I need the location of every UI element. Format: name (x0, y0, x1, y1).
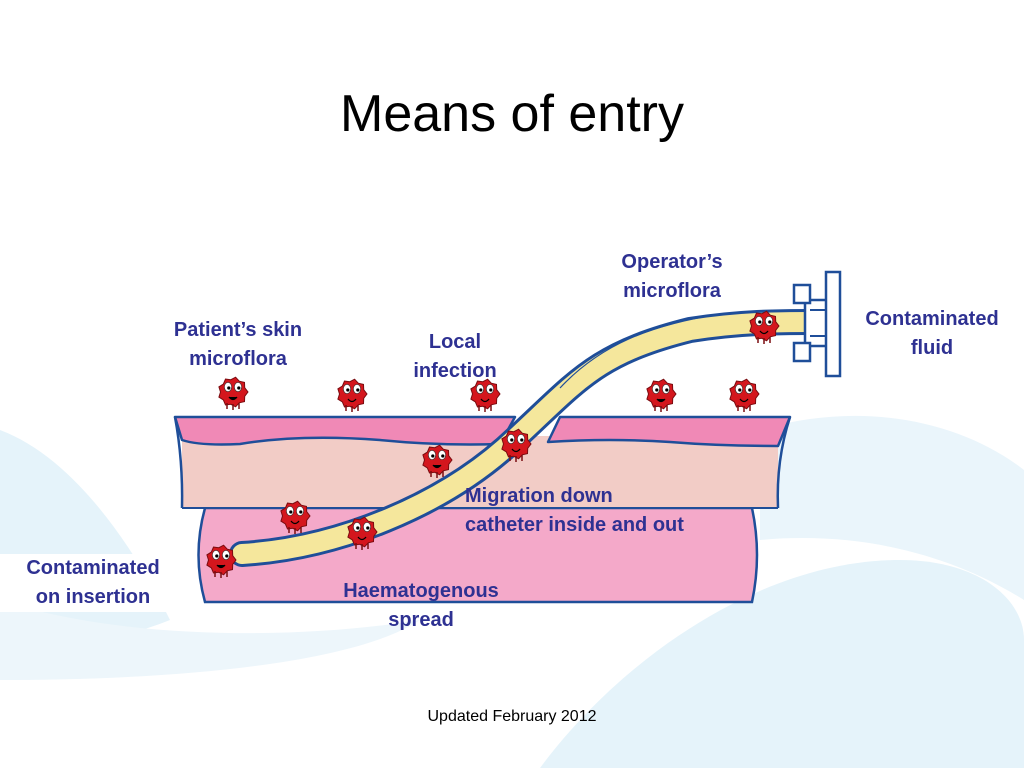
microbe-icon (749, 310, 780, 344)
microbe-icon (206, 544, 237, 578)
microbe-icon (422, 444, 453, 478)
microbe-icon (337, 378, 368, 412)
label-operator-microflora: Operator’s microflora (621, 251, 723, 302)
label-patient-skin-microflora: Patient’s skin microflora (173, 319, 303, 370)
microbe-icon (347, 516, 378, 550)
footer-updated: Updated February 2012 (427, 708, 597, 725)
label-haematogenous-spread: Haematogenous spread (343, 580, 499, 631)
slide-title: Means of entry (340, 85, 684, 143)
label-local-infection: Local infection (413, 331, 497, 382)
microbe-icon (501, 428, 532, 462)
microbe-icon (280, 500, 311, 534)
catheter-connector-icon (792, 270, 842, 378)
microbe-icon (218, 376, 249, 410)
microbes (206, 310, 780, 578)
microbe-icon (729, 378, 760, 412)
microbe-icon (470, 378, 501, 412)
microbe-icon (646, 378, 677, 412)
label-contaminated-on-insertion: Contaminated on insertion (0, 554, 186, 612)
label-migration: Migration down catheter inside and out (465, 485, 684, 536)
skin-layer-left (173, 415, 517, 446)
skin-layer-right (546, 415, 792, 448)
label-contaminated-fluid: Contaminated fluid (865, 308, 999, 359)
